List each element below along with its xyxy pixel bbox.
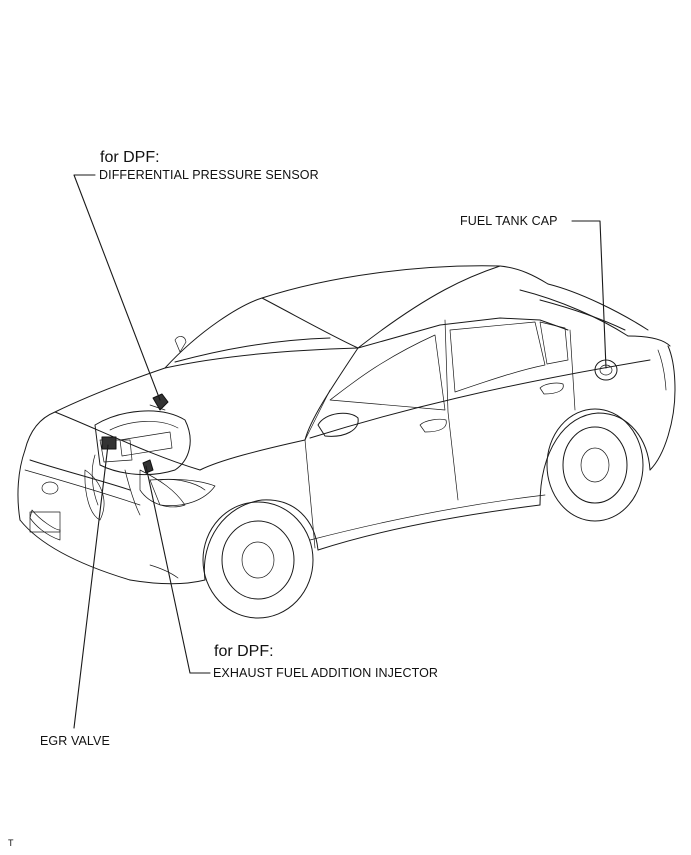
leader-lines: [73, 174, 607, 729]
exhaust-fuel-addition-injector-label: EXHAUST FUEL ADDITION INJECTOR: [213, 666, 439, 680]
dpf-sensor-qualifier-label: for DPF:: [100, 149, 160, 166]
egr-valve-label: EGR VALVE: [40, 734, 110, 748]
differential-pressure-sensor-label: DIFFERENTIAL PRESSURE SENSOR: [99, 168, 319, 182]
car-body: [17, 265, 676, 619]
dpf-injector-qualifier-label: for DPF:: [214, 643, 274, 660]
corner-mark: T: [8, 838, 14, 848]
fuel-tank-cap-label: FUEL TANK CAP: [460, 214, 558, 228]
engine-compartment: [84, 393, 206, 521]
